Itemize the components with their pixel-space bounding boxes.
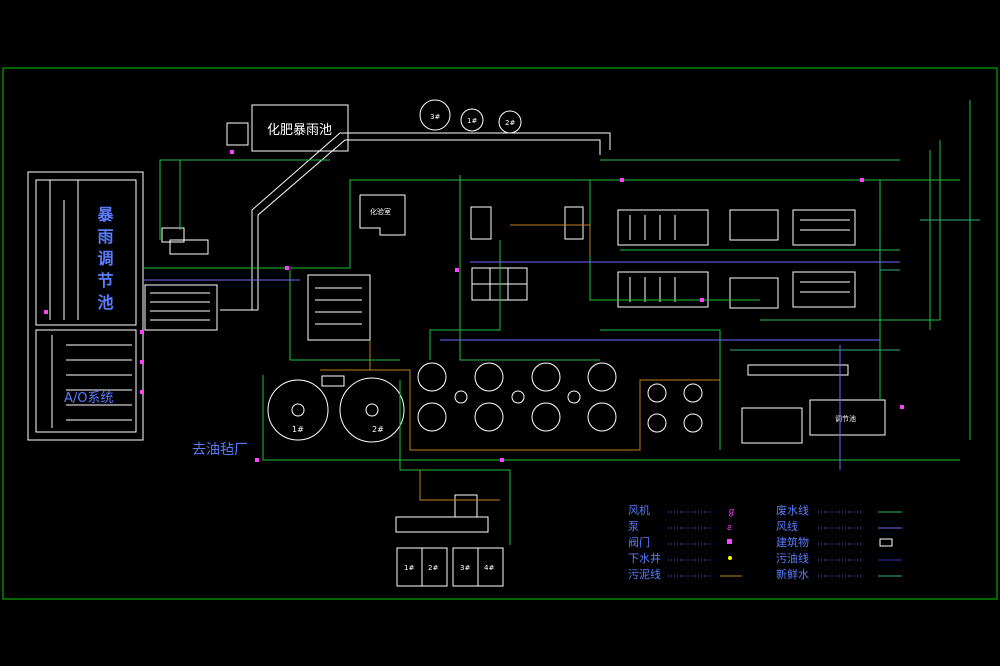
regulating-area [741, 364, 886, 444]
ao-system-label: A/O系统 [64, 391, 114, 406]
bottom-tank-3: 3# [460, 564, 470, 572]
degreasing-plant-label: 去油毡厂 [192, 442, 248, 458]
legend-freshwater-label: 新鲜水 [776, 567, 809, 581]
large-clarifiers [267, 375, 405, 443]
tank-1-label: 1# [467, 117, 477, 125]
tank-2-label: 2# [505, 119, 515, 127]
main-pipe [220, 132, 611, 311]
building-box [879, 538, 893, 547]
bottom-tanks [395, 494, 504, 587]
bottom-tank-4: 4# [484, 564, 494, 572]
manhole-icon [728, 556, 732, 560]
chem-room-label: 化验室 [370, 207, 391, 216]
tank-3-label: 3# [430, 113, 440, 121]
legend-sludge-label: 污泥线 [628, 567, 661, 581]
rain-regulating-tank [27, 171, 144, 441]
chem-room [359, 194, 406, 236]
air-lines [143, 261, 900, 470]
fertilizer-tank [251, 104, 349, 152]
small-filters [647, 383, 703, 433]
valve-icon [727, 539, 732, 544]
top-storage-tanks [419, 99, 522, 134]
legend-oil-label: 污油线 [776, 551, 809, 565]
pump-pit [226, 122, 249, 146]
biochemical-units [617, 209, 856, 309]
valves [44, 150, 904, 462]
rain-tank-label: 暴雨调节池 [95, 206, 115, 316]
sedimentation-tanks [307, 274, 371, 341]
legend-manhole-label: 下水井 [628, 551, 661, 565]
clarifier-2-label: 2# [372, 425, 384, 434]
reactors [417, 362, 617, 432]
legend-wastewater-label: 废水线 [776, 503, 809, 517]
regulating-tank-label: 调节池 [835, 414, 856, 423]
drawing-frame [2, 67, 998, 600]
legend: 风机 泵 阀门 下水井 污泥线 ℊ ƨ 废水线 风线 建筑物 污油线 新鲜水 [628, 503, 902, 581]
filter-room [470, 206, 584, 301]
legend-pump-label: 泵 [628, 520, 639, 533]
fresh-water-lines [730, 219, 980, 351]
legend-building-label: 建筑物 [776, 535, 809, 549]
bottom-tank-2: 2# [428, 564, 438, 572]
pump-icon: ƨ [727, 523, 732, 533]
distribution-boxes [144, 227, 218, 331]
legend-blower-label: 风机 [628, 503, 650, 517]
sewage-oil-lines [320, 224, 720, 501]
bottom-tank-1: 1# [404, 564, 414, 572]
wastewater-lines [143, 100, 971, 545]
clarifier-1-label: 1# [292, 425, 304, 434]
fertilizer-tank-label: 化肥暴雨池 [267, 123, 332, 138]
blower-icon: ℊ [727, 507, 736, 517]
legend-valve-label: 阀门 [628, 535, 650, 549]
legend-air-label: 风线 [776, 519, 798, 533]
